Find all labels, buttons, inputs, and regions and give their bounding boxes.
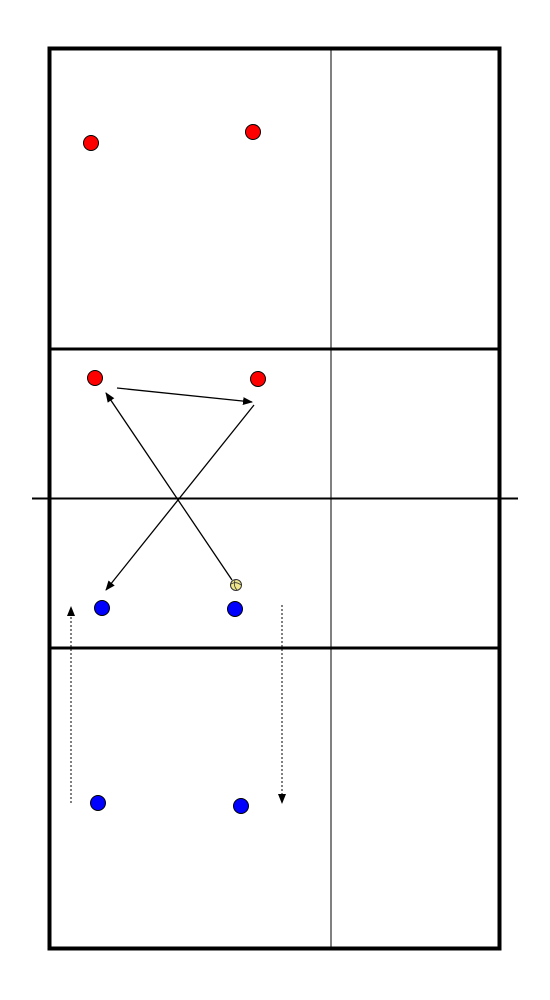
blue-player-3 xyxy=(90,795,106,811)
pass-arrow-3 xyxy=(105,404,255,591)
pass-arrow-2 xyxy=(105,392,233,581)
red-player-3 xyxy=(87,370,103,386)
blue-player-2 xyxy=(227,601,243,617)
blue-player-4 xyxy=(233,798,249,814)
pass-arrow-1 xyxy=(116,387,253,406)
red-player-2 xyxy=(245,124,261,140)
volleyball-icon xyxy=(230,579,242,591)
red-player-1 xyxy=(83,135,99,151)
red-player-4 xyxy=(250,371,266,387)
blue-player-1 xyxy=(94,600,110,616)
